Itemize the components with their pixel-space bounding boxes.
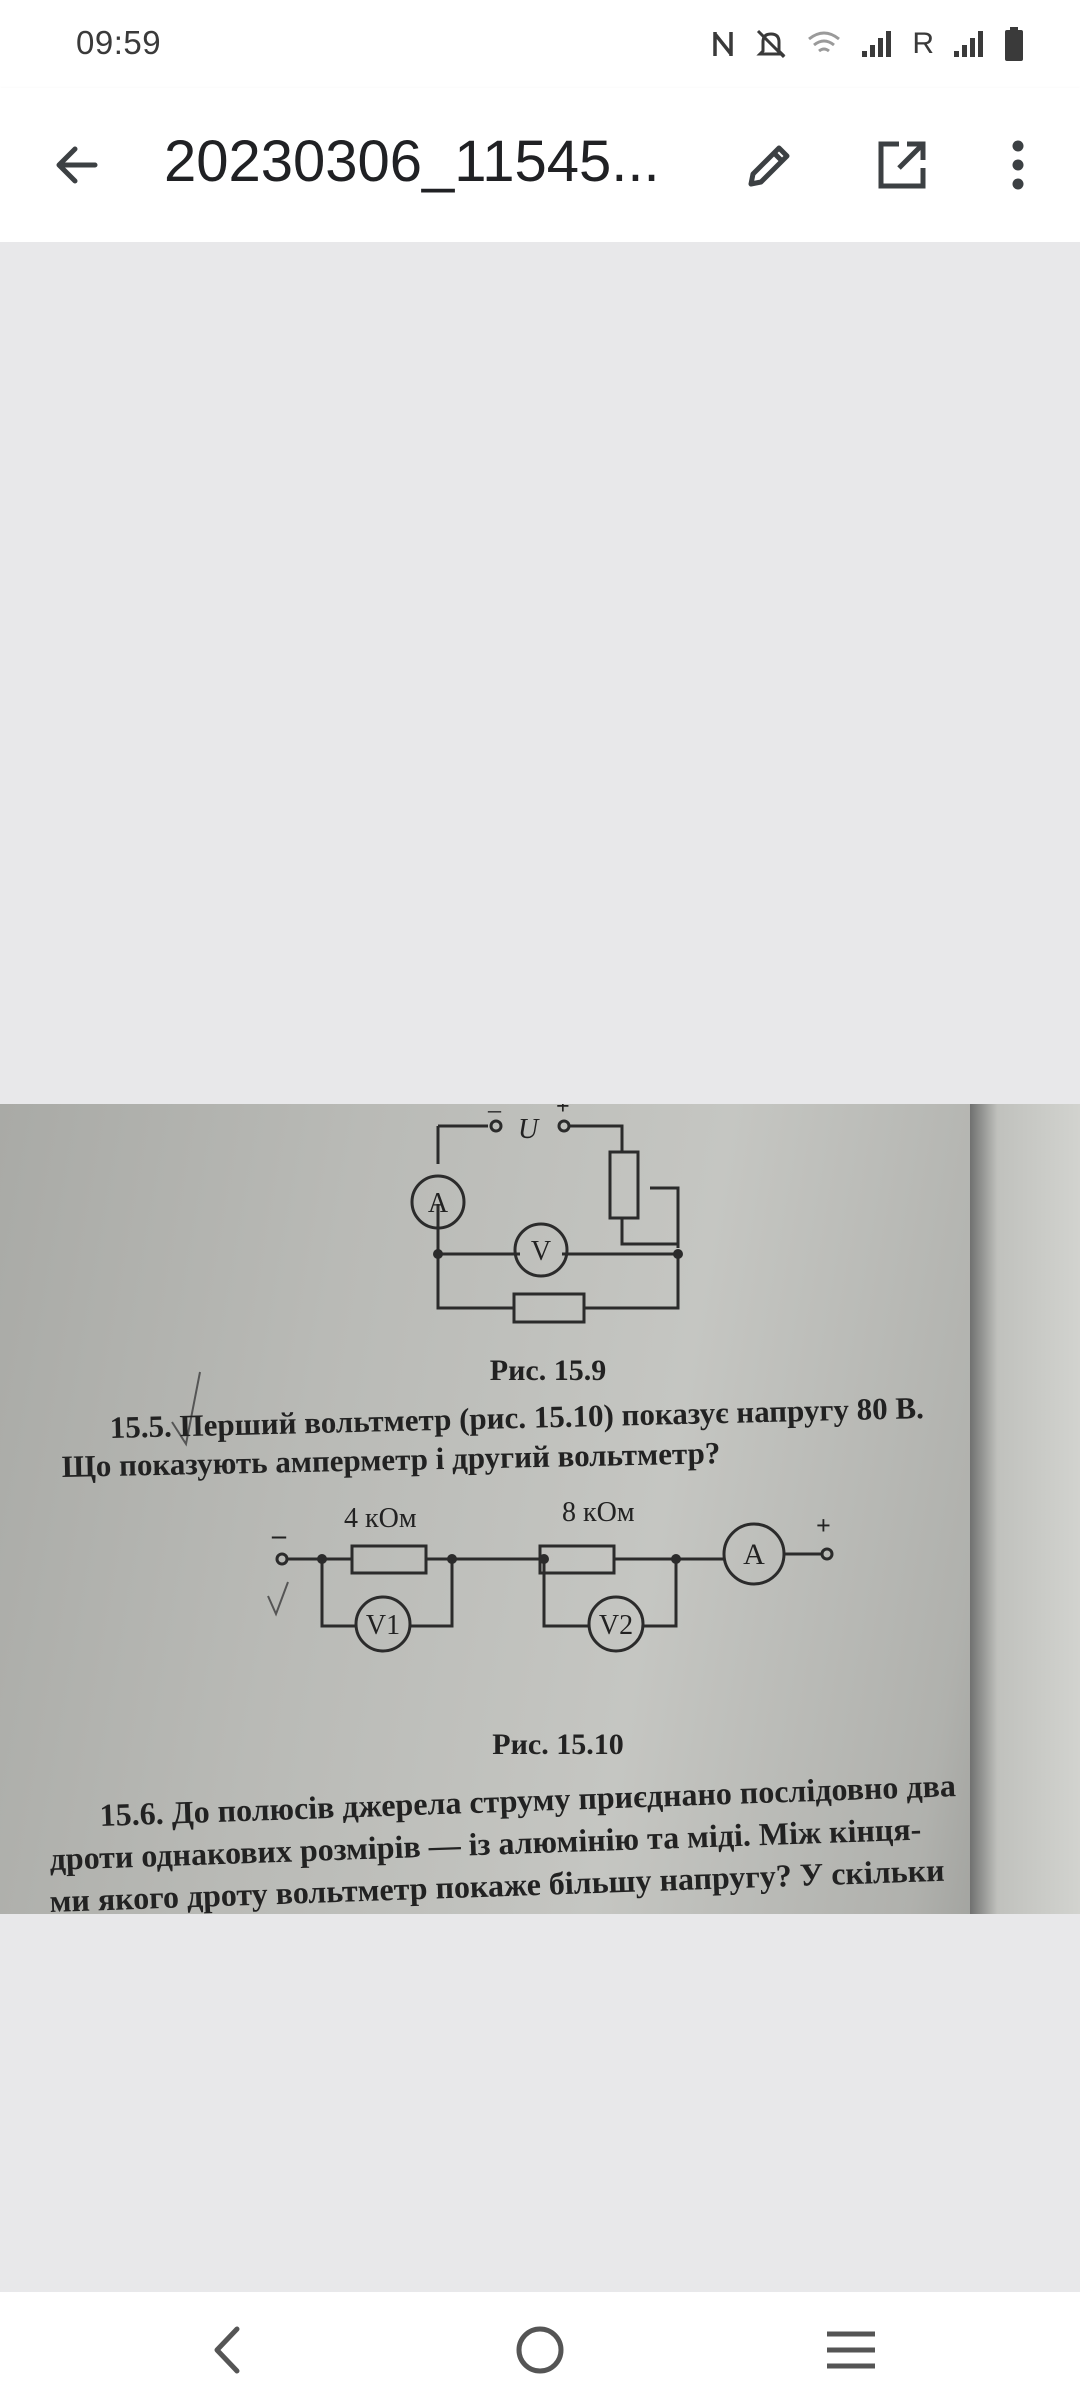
fig10-ammeter: A xyxy=(743,1538,765,1571)
wifi-icon xyxy=(808,31,841,53)
nfc-icon xyxy=(713,32,734,56)
fig9-plus: + xyxy=(556,1104,570,1120)
navigation-bar xyxy=(0,2292,1080,2408)
open-external-button[interactable] xyxy=(858,121,946,209)
status-bar: 09:59 R xyxy=(0,0,1080,88)
nav-home-icon xyxy=(516,2326,564,2374)
fig10-v2: V2 xyxy=(599,1610,633,1641)
mute-icon xyxy=(756,29,786,59)
signal-icon xyxy=(862,31,892,57)
edit-button[interactable] xyxy=(726,121,814,209)
fig10-r1-label: 4 кОм xyxy=(344,1503,417,1534)
page-edge xyxy=(970,1104,1080,1914)
fig10-minus: – xyxy=(271,1520,287,1551)
arrow-back-icon xyxy=(56,146,98,184)
open-external-icon xyxy=(878,141,926,189)
status-icons: R xyxy=(710,22,1024,66)
status-time: 09:59 xyxy=(76,24,162,61)
more-options-button[interactable] xyxy=(974,121,1062,209)
app-bar: 20230306_11545... xyxy=(0,88,1080,242)
file-title: 20230306_11545... xyxy=(164,129,660,194)
more-vert-icon xyxy=(1012,140,1024,190)
roaming-label: R xyxy=(912,27,934,60)
fig10-r2-label: 8 кОм xyxy=(562,1497,635,1528)
fig10-v1: V1 xyxy=(366,1610,400,1641)
fig9-voltmeter: V xyxy=(531,1236,551,1267)
textbook-photo[interactable]: – U + A V Рис. 15.9 15.5. Перший вольтме… xyxy=(0,1104,1080,1914)
nav-recents-icon xyxy=(827,2331,875,2369)
problem-15-5-line1: 15.5. Перший вольтметр (рис. 15.10) пока… xyxy=(109,1390,924,1445)
photo-content: – U + A V Рис. 15.9 15.5. Перший вольтме… xyxy=(49,1104,956,1914)
back-button[interactable] xyxy=(32,121,120,209)
fig9-ammeter: A xyxy=(428,1188,449,1219)
nav-home-button[interactable] xyxy=(495,2314,585,2386)
fig9-u-label: U xyxy=(518,1114,540,1145)
image-viewer[interactable]: – U + A V Рис. 15.9 15.5. Перший вольтме… xyxy=(0,242,1080,2292)
nav-back-button[interactable] xyxy=(182,2314,272,2386)
fig10-caption: Рис. 15.10 xyxy=(492,1728,623,1761)
battery-icon xyxy=(1005,27,1023,61)
fig9-caption: Рис. 15.9 xyxy=(490,1354,606,1387)
fig9-minus: – xyxy=(487,1104,502,1124)
nav-recents-button[interactable] xyxy=(806,2314,896,2386)
fig10-plus: + xyxy=(816,1511,831,1540)
nav-back-icon xyxy=(214,2326,240,2374)
pencil-icon xyxy=(748,145,790,187)
signal-icon xyxy=(954,31,983,57)
